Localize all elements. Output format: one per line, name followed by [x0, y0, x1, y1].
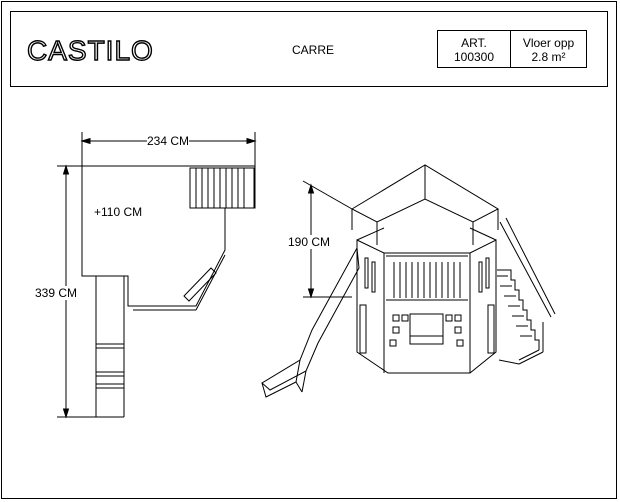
article-number: 100300	[453, 50, 495, 64]
article-label: ART.	[461, 36, 487, 50]
product-name: CARRE	[292, 43, 335, 57]
iso-stairs	[497, 217, 556, 365]
iso-slide	[261, 246, 360, 398]
plan-slide	[95, 276, 125, 418]
article-box: ART. 100300	[437, 30, 511, 68]
platform-height-label: +110 CM	[94, 205, 143, 219]
iso-view	[261, 164, 556, 398]
iso-railings	[386, 255, 468, 301]
plan-stair-treads	[195, 168, 245, 208]
iso-right-post	[487, 304, 495, 354]
floor-area-value: 2.8 m²	[531, 50, 566, 64]
iso-height-label: 190 CM	[288, 235, 331, 249]
length-dimension-label: 339 CM	[35, 286, 78, 300]
platform-outline	[81, 165, 256, 307]
iso-left-post	[359, 304, 367, 354]
iso-side-slots	[364, 257, 490, 293]
plan-hatch-panel	[183, 267, 217, 302]
width-dimension-label: 234 CM	[147, 134, 190, 148]
iso-body	[356, 239, 497, 374]
plan-view	[57, 132, 257, 419]
floor-area-label: Vloer opp	[522, 36, 575, 50]
title-block	[10, 11, 608, 87]
brand-logo: CASTILO	[26, 35, 154, 66]
plan-stairs	[189, 167, 255, 209]
floor-area-box: Vloer opp 2.8 m²	[510, 30, 587, 68]
iso-front-openings	[389, 313, 464, 347]
